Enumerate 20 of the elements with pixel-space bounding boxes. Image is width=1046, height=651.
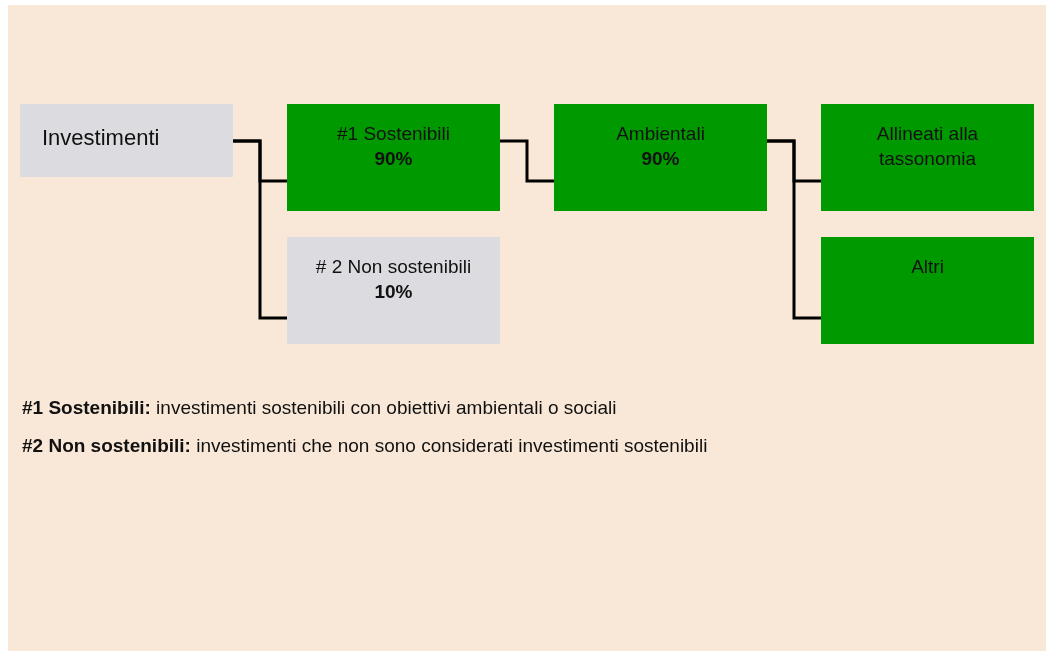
percentage-text: 90% [374,146,413,171]
definition-note: #1 Sostenibili: investimenti sostenibili con obiettivi ambientali o sociali [22,397,617,419]
percentage-text: 90% [641,146,680,171]
box-title: Altri [911,255,944,279]
connector-line [500,139,554,183]
box-title: Ambientali [616,122,705,146]
box-title: Allineati alla tassonomia [875,122,980,171]
category-box [287,104,500,211]
box-title: #1 Sostenibili [337,122,450,146]
category-box [20,104,233,177]
category-box [287,237,500,344]
connector-line [233,139,287,320]
connector-line [767,139,821,320]
box-title: # 2 Non sostenibili [315,255,472,279]
category-box [821,104,1034,211]
category-box [821,237,1034,344]
percentage-text: 10% [374,279,413,304]
category-box [554,104,767,211]
box-title: Investimenti [42,124,160,152]
definition-note: #2 Non sostenibili: investimenti che non sono considerati investimenti sostenibili [22,435,708,457]
